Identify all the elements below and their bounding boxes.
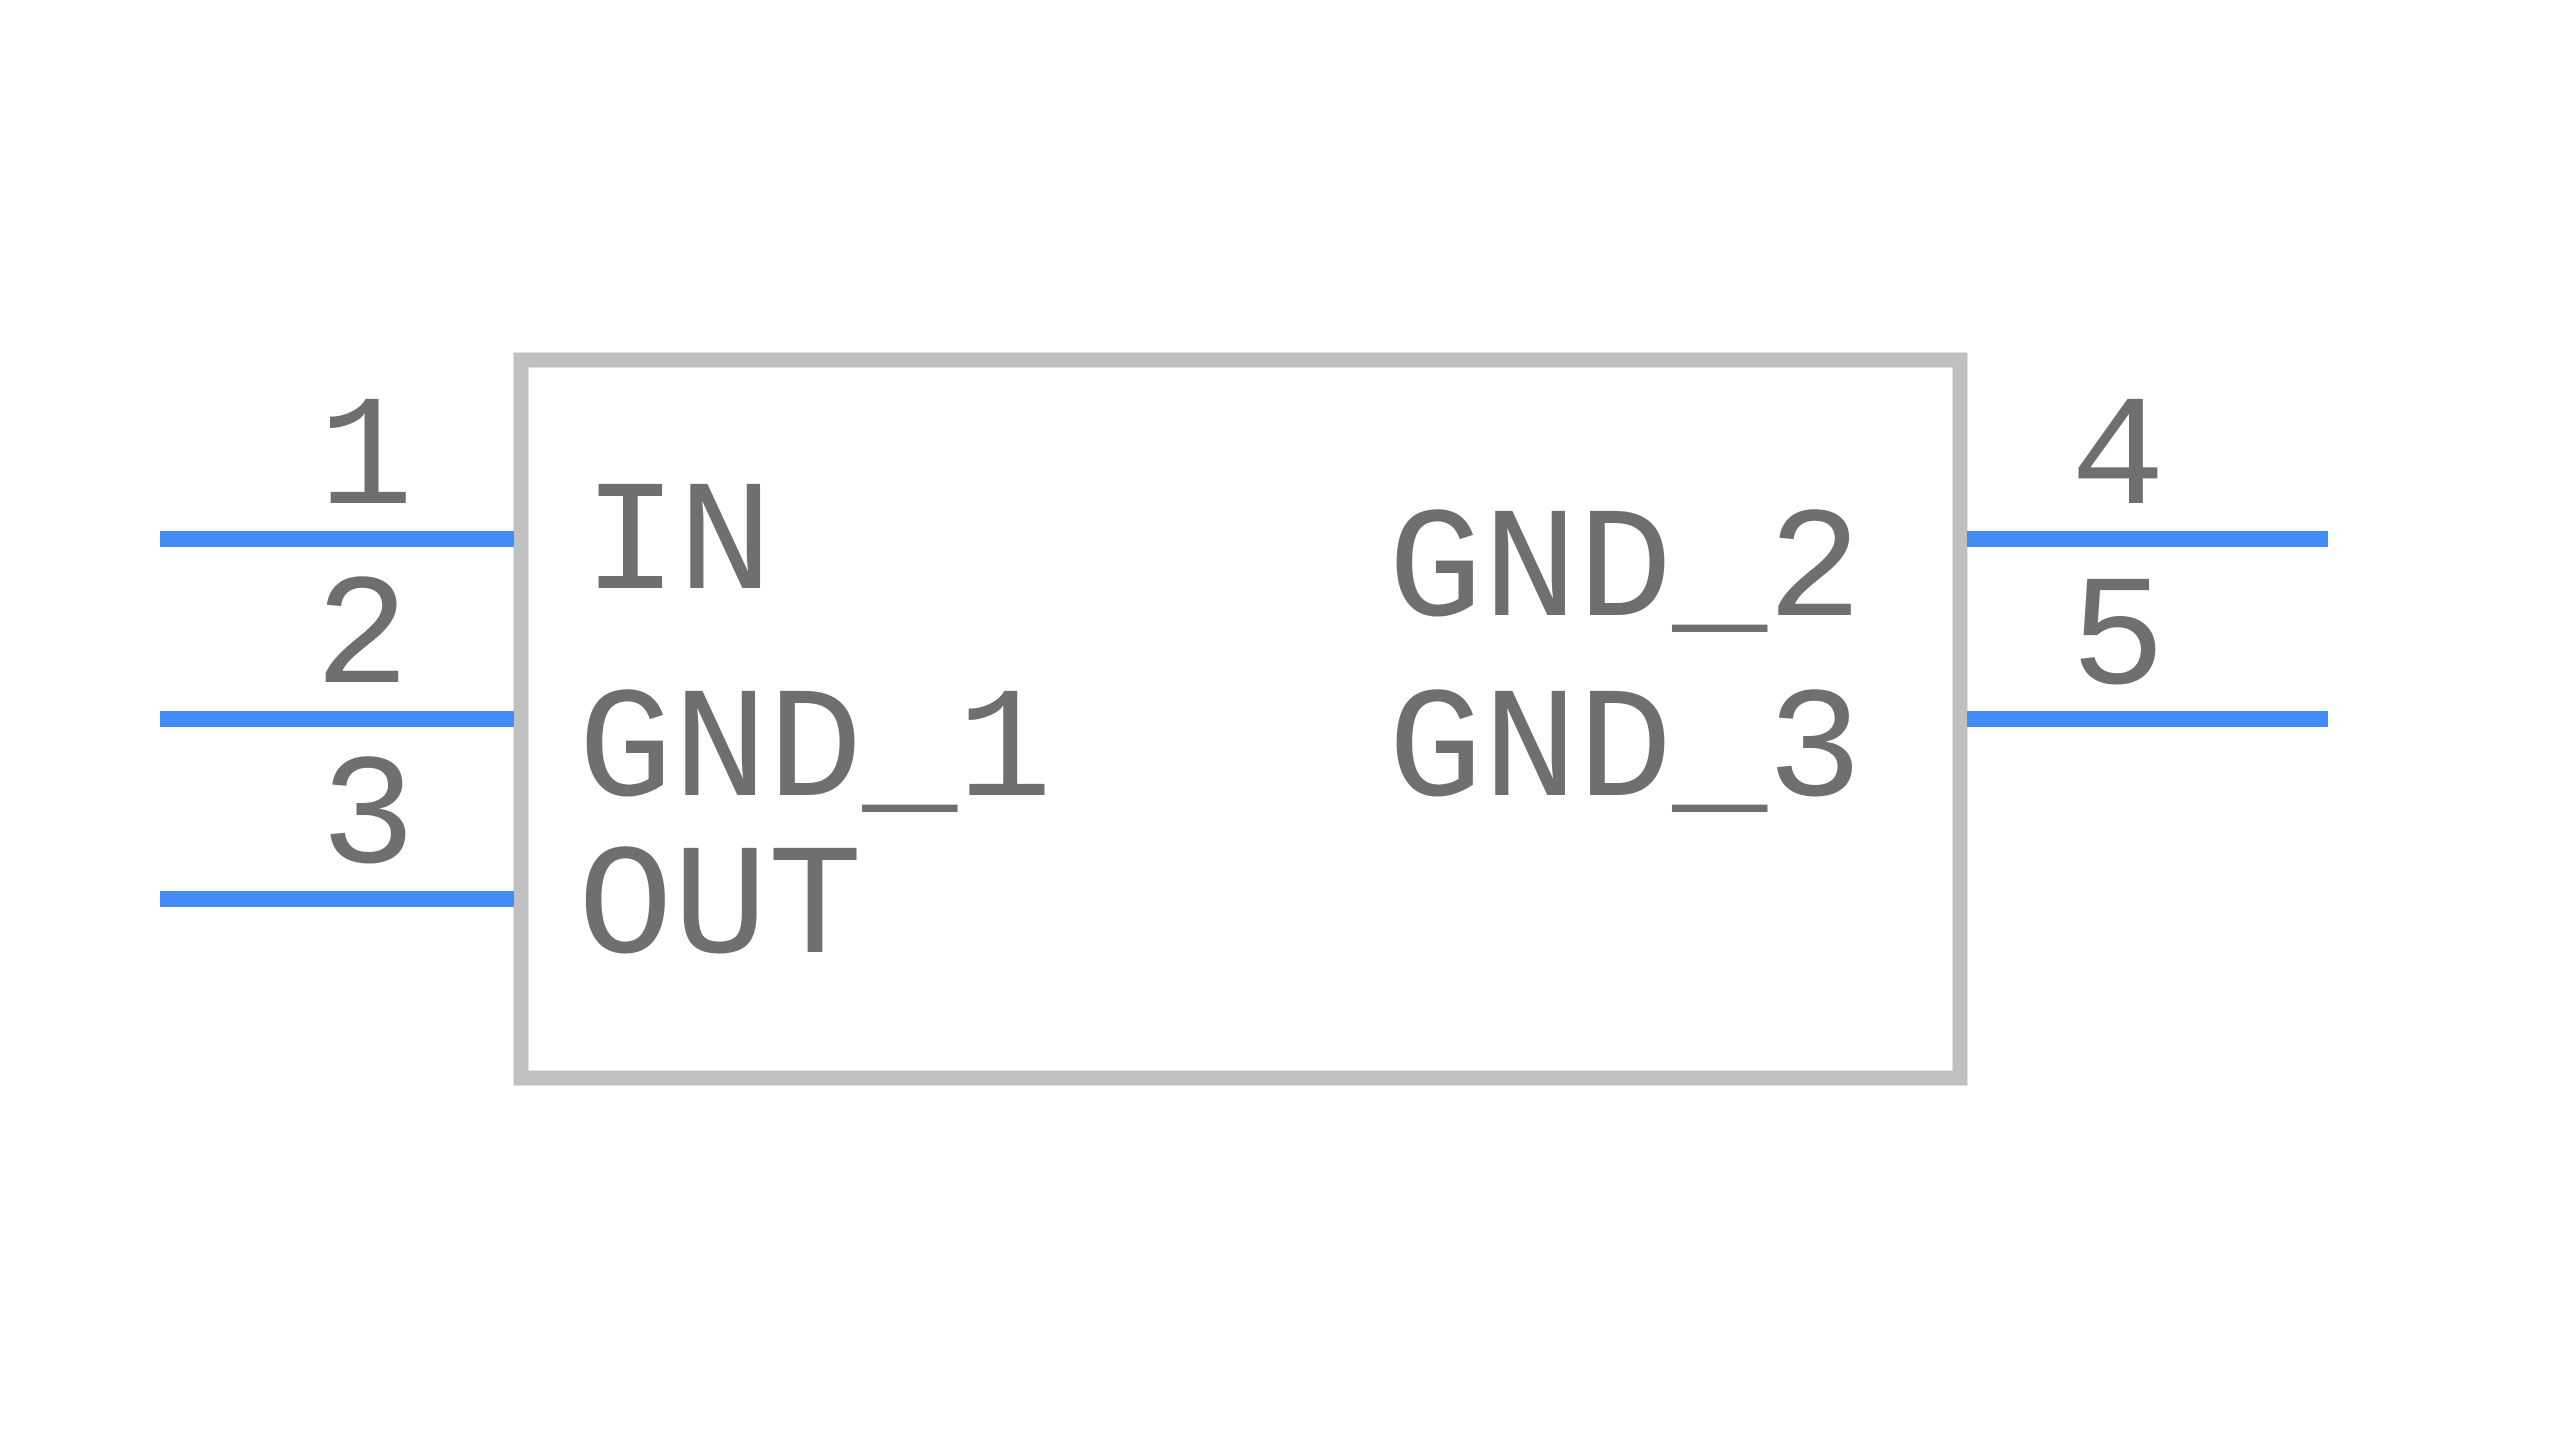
pin-3: 3	[160, 731, 514, 910]
label-gnd-1: GND_1	[578, 664, 1052, 843]
label-in: IN	[583, 457, 773, 636]
pin-1: 1	[160, 372, 514, 551]
label-out: OUT	[578, 821, 862, 1000]
pin-3-number: 3	[321, 731, 416, 910]
pin-1-number: 1	[319, 372, 414, 551]
pin-4-number: 4	[2071, 372, 2166, 551]
label-gnd-2: GND_2	[1388, 484, 1862, 663]
pin-2: 2	[160, 551, 514, 730]
component-body	[513, 352, 1968, 1086]
pin-5-number: 5	[2071, 552, 2166, 731]
pin-4: 4	[1967, 372, 2328, 551]
pin-5: 5	[1967, 552, 2328, 731]
label-gnd-3: GND_3	[1388, 664, 1862, 843]
pin-2-number: 2	[315, 551, 410, 730]
